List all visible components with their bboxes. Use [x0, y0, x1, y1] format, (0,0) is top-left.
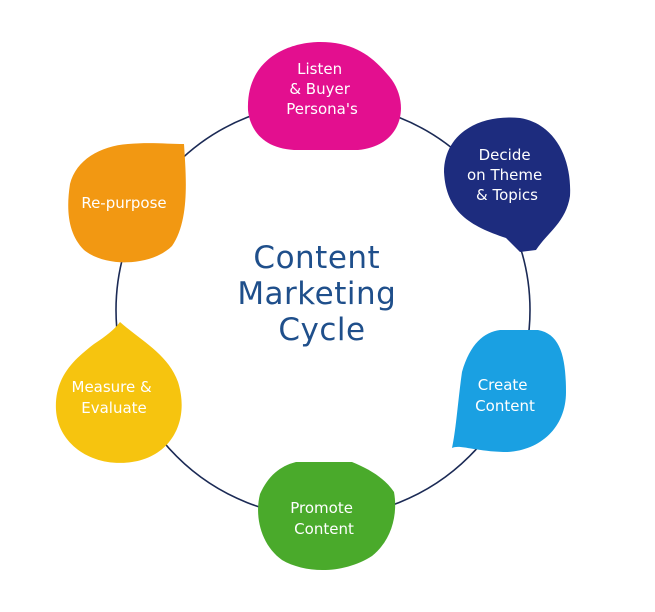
step-decide-line-2: on Theme	[467, 166, 542, 184]
step-measure-line-2: Evaluate	[81, 399, 147, 417]
step-listen-shape	[247, 42, 401, 150]
step-listen-line-3: Persona's	[286, 100, 358, 118]
step-repurpose-label: Re-purpose	[81, 194, 166, 212]
step-promote-line-1: Promote	[290, 499, 353, 517]
step-create-line-1: Create	[478, 376, 528, 394]
step-create-shape	[452, 330, 566, 452]
step-decide-line-3: & Topics	[476, 186, 538, 204]
step-decide-line-1: Decide	[479, 146, 531, 164]
center-title-line-1: Content	[253, 240, 380, 276]
step-listen: Listen & Buyer Persona's	[247, 42, 401, 150]
center-title-line-2: Marketing	[237, 276, 396, 312]
step-create-line-2: Content	[475, 397, 535, 415]
step-promote: Promote Content	[258, 462, 396, 571]
step-listen-line-2: & Buyer	[289, 80, 350, 98]
step-promote-shape	[258, 462, 396, 571]
step-promote-label: Promote Content	[290, 499, 357, 538]
step-decide-shape	[444, 117, 571, 252]
step-create: Create Content	[452, 330, 566, 452]
step-measure-shape	[55, 322, 182, 463]
center-title-line-3: Cycle	[278, 312, 365, 348]
step-decide: Decide on Theme & Topics	[444, 117, 571, 252]
step-repurpose-line-1: Re-purpose	[81, 194, 166, 212]
step-measure: Measure & Evaluate	[55, 322, 182, 463]
step-promote-line-2: Content	[294, 520, 354, 538]
step-repurpose-shape	[68, 143, 186, 263]
center-title: Content Marketing Cycle	[237, 240, 406, 348]
step-listen-label: Listen & Buyer Persona's	[286, 60, 358, 118]
step-measure-line-1: Measure &	[72, 378, 153, 396]
step-measure-label: Measure & Evaluate	[72, 378, 157, 417]
step-repurpose: Re-purpose	[68, 143, 186, 263]
step-decide-label: Decide on Theme & Topics	[467, 146, 547, 204]
step-create-label: Create Content	[475, 376, 535, 415]
step-listen-line-1: Listen	[297, 60, 342, 78]
